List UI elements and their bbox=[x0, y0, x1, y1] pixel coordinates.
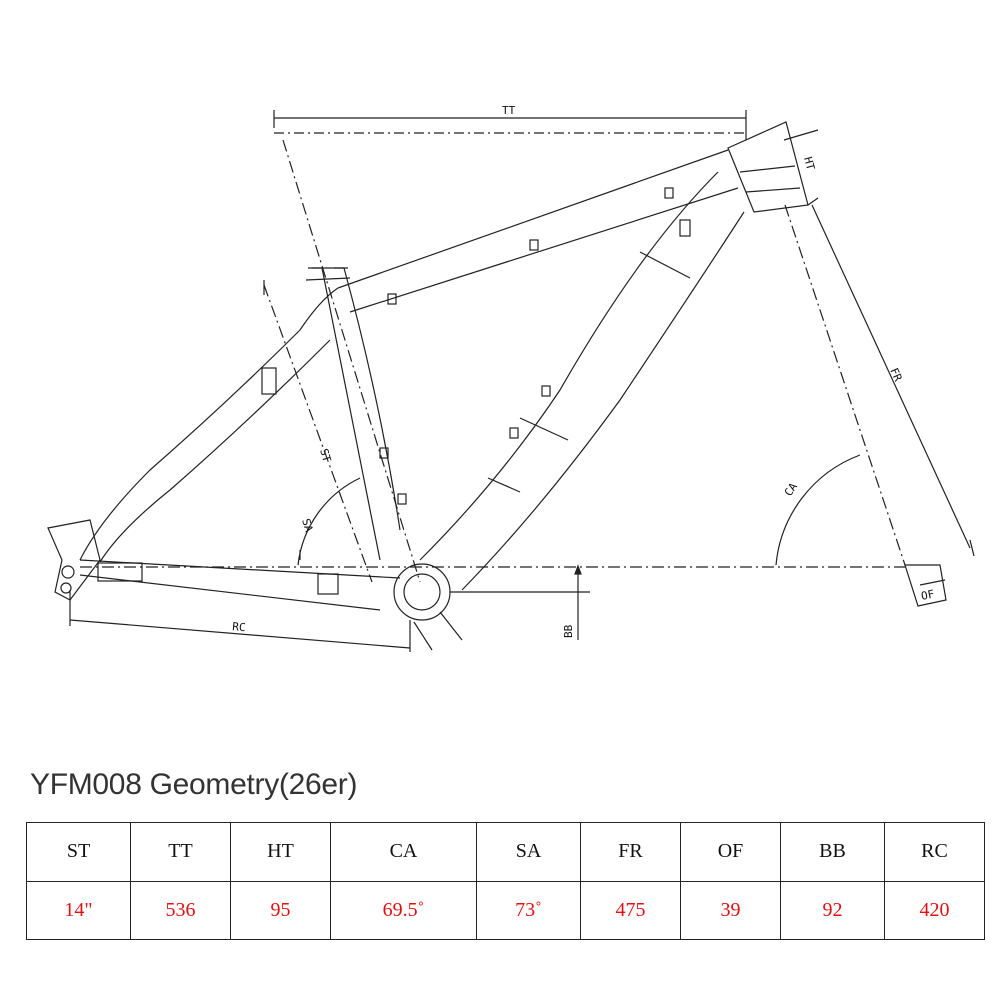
value-rc: 420 bbox=[884, 880, 985, 940]
value-bb: 92 bbox=[780, 880, 885, 940]
value-of: 39 bbox=[680, 880, 781, 940]
top-tube bbox=[299, 149, 739, 331]
value-ht: 95 bbox=[230, 880, 331, 940]
header-tt: TT bbox=[130, 822, 231, 882]
rear-dropout bbox=[47, 519, 101, 601]
label-st: ST bbox=[317, 447, 333, 464]
value-st: 14" bbox=[26, 880, 131, 940]
header-bb: BB bbox=[780, 822, 885, 882]
sa-arc bbox=[297, 477, 361, 566]
label-sa: SA bbox=[299, 517, 315, 534]
header-fr: FR bbox=[580, 822, 681, 882]
bb-dimension-line bbox=[574, 564, 582, 640]
ca-arc bbox=[775, 454, 861, 566]
chain-stay bbox=[79, 559, 401, 611]
header-sa: SA bbox=[476, 822, 581, 882]
value-tt: 536 bbox=[130, 880, 231, 940]
label-bb: BB bbox=[562, 624, 575, 638]
header-of: OF bbox=[680, 822, 781, 882]
tt-dimension-line bbox=[273, 110, 747, 140]
table-header-row: ST TT HT CA SA FR OF BB RC bbox=[26, 822, 985, 882]
seat-stay bbox=[79, 329, 331, 563]
fork-line bbox=[784, 204, 975, 607]
geometry-title: YFM008 Geometry(26er) bbox=[30, 768, 358, 801]
rc-dimension-line bbox=[69, 590, 411, 652]
header-ht: HT bbox=[230, 822, 331, 882]
label-of: OF bbox=[920, 587, 936, 602]
geometry-table: ST TT HT CA SA FR OF BB RC 14" 536 95 69… bbox=[26, 822, 985, 940]
down-tube bbox=[419, 171, 745, 591]
head-tube bbox=[727, 121, 819, 213]
header-rc: RC bbox=[884, 822, 985, 882]
label-fr: FR bbox=[887, 366, 904, 384]
value-ca: 69.5˚ bbox=[330, 880, 477, 940]
bottom-bracket bbox=[393, 563, 463, 651]
seat-tube bbox=[263, 267, 401, 583]
bike-frame-geometry-diagram: TT HT FR CA ST SA RC BB OF bbox=[47, 104, 975, 652]
header-ca: CA bbox=[330, 822, 477, 882]
value-sa: 73˚ bbox=[476, 880, 581, 940]
header-st: ST bbox=[26, 822, 131, 882]
label-ca: CA bbox=[782, 480, 800, 499]
label-tt: TT bbox=[502, 104, 516, 117]
table-value-row: 14" 536 95 69.5˚ 73˚ 475 39 92 420 bbox=[26, 880, 985, 940]
label-rc: RC bbox=[232, 620, 246, 634]
value-fr: 475 bbox=[580, 880, 681, 940]
label-ht: HT bbox=[801, 155, 817, 172]
tt-guide-line bbox=[282, 139, 421, 583]
cable-guides bbox=[379, 187, 691, 505]
